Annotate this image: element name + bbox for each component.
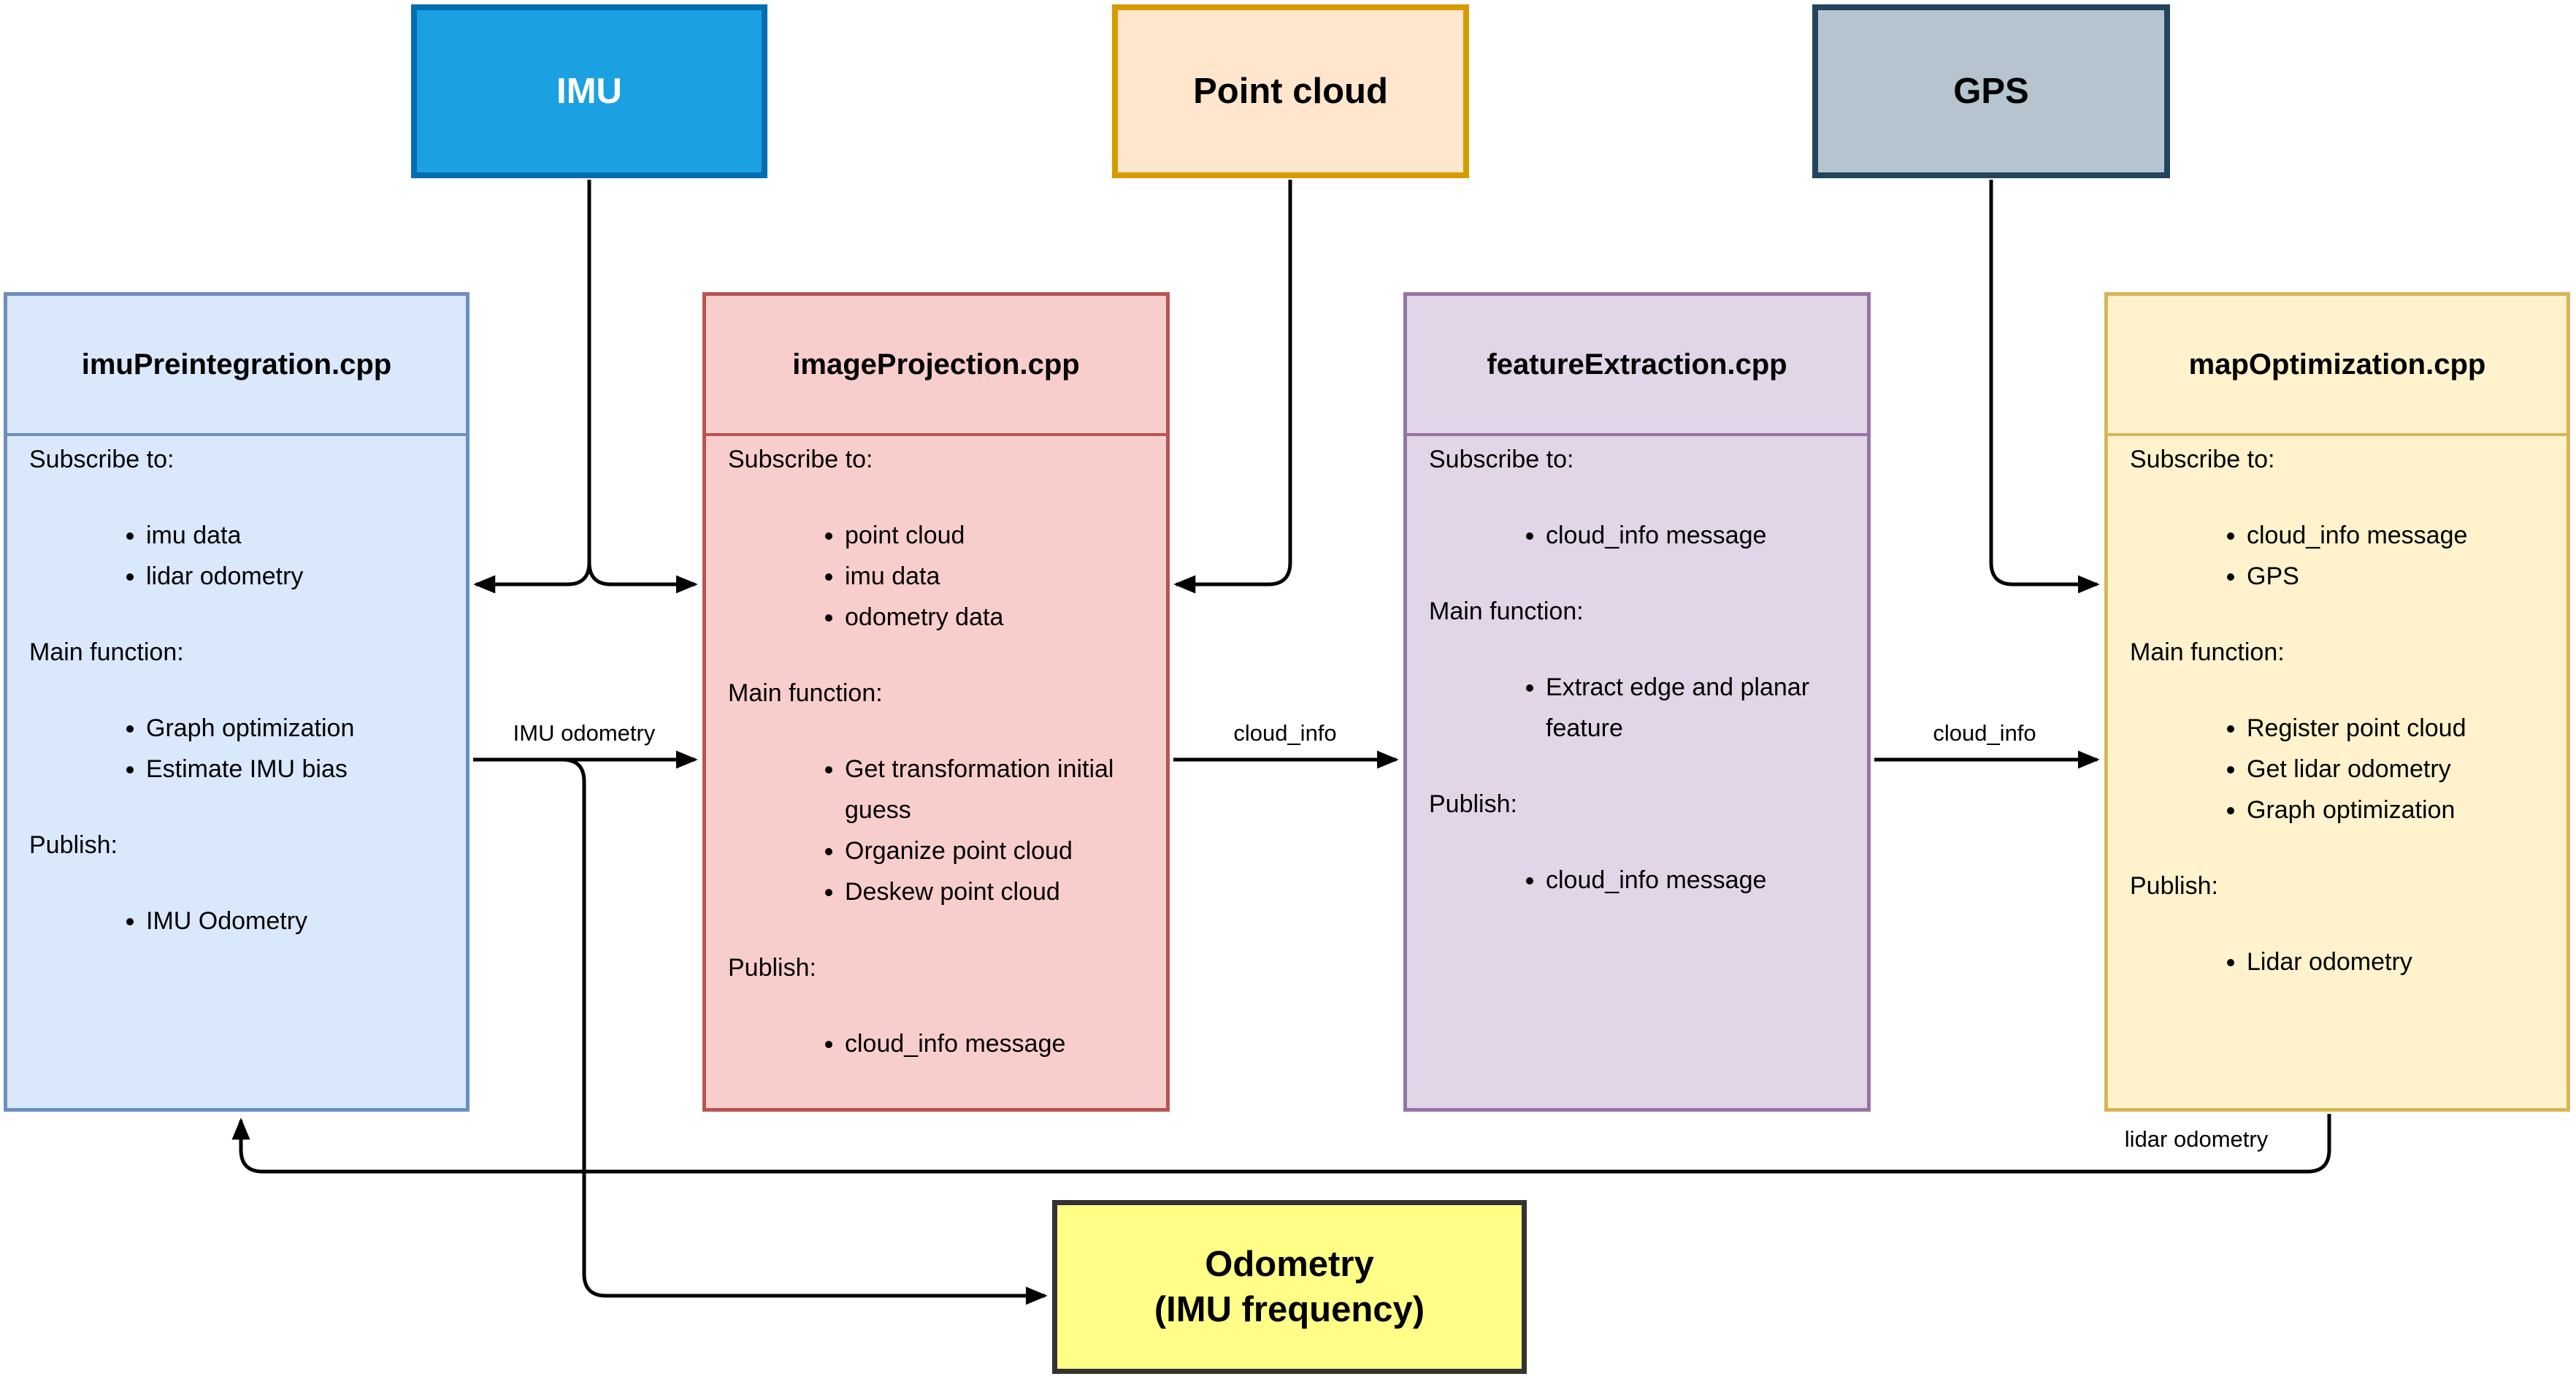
- list-item: odometry data: [845, 597, 1149, 638]
- bullet-list: cloud_info message: [1429, 860, 1849, 901]
- module-mapoptimization: mapOptimization.cpp Subscribe to: cloud_…: [2104, 292, 2570, 1112]
- bullet-list: point cloud imu data odometry data: [728, 515, 1149, 638]
- section-label: Publish:: [728, 954, 816, 982]
- node-gps-label: GPS: [1953, 72, 2029, 111]
- bullet-list: cloud_info message: [728, 1023, 1149, 1064]
- module-featureextraction: featureExtraction.cpp Subscribe to: clou…: [1403, 292, 1871, 1112]
- section-label: Publish:: [29, 831, 118, 859]
- bullet-list: IMU Odometry: [29, 901, 448, 941]
- section-label: Publish:: [2130, 872, 2218, 900]
- node-point-cloud: Point cloud: [1112, 4, 1469, 178]
- section-label: Subscribe to:: [29, 446, 175, 473]
- list-item: Estimate IMU bias: [146, 749, 448, 790]
- module-body: Subscribe to: imu data lidar odometry Ma…: [7, 436, 466, 941]
- section-label: Subscribe to:: [2130, 446, 2275, 473]
- odometry-line1: Odometry: [1205, 1245, 1374, 1284]
- edge-imu-to-imageprojection: [587, 562, 698, 594]
- list-item: imu data: [146, 515, 448, 556]
- node-point-cloud-label: Point cloud: [1193, 72, 1388, 111]
- list-item: Register point cloud: [2247, 708, 2549, 749]
- bullet-list: Extract edge and planar feature: [1429, 667, 1849, 749]
- bullet-list: cloud_info message GPS: [2130, 515, 2549, 597]
- module-title: imageProjection.cpp: [706, 296, 1166, 436]
- list-item: Deskew point cloud: [845, 871, 1149, 912]
- node-gps: GPS: [1812, 4, 2170, 178]
- node-imu-label: IMU: [556, 72, 622, 111]
- module-imupreintegration: imuPreintegration.cpp Subscribe to: imu …: [4, 292, 469, 1112]
- edge-label-imu-odometry: IMU odometry: [513, 720, 656, 746]
- module-body: Subscribe to: cloud_info message Main fu…: [1407, 436, 1867, 901]
- edge-label-lidar-odometry: lidar odometry: [2124, 1126, 2269, 1152]
- list-item: GPS: [2247, 556, 2549, 597]
- bullet-list: cloud_info message: [1429, 515, 1849, 556]
- list-item: Get lidar odometry: [2247, 749, 2549, 790]
- section-label: Publish:: [1429, 790, 1517, 818]
- section-label: Main function:: [728, 679, 883, 707]
- list-item: IMU Odometry: [146, 901, 448, 941]
- edge-label-cloud-info-2: cloud_info: [1933, 720, 2036, 746]
- node-odometry-output: Odometry (IMU frequency): [1052, 1200, 1527, 1374]
- list-item: point cloud: [845, 515, 1149, 556]
- edge-imuodometry-to-odometry: [561, 757, 1048, 1305]
- list-item: Extract edge and planar feature: [1546, 667, 1849, 749]
- node-imu: IMU: [411, 4, 767, 178]
- module-body: Subscribe to: cloud_info message GPS Mai…: [2108, 436, 2567, 982]
- section-label: Subscribe to:: [1429, 446, 1574, 473]
- list-item: Organize point cloud: [845, 830, 1149, 871]
- node-odometry-label: Odometry (IMU frequency): [1154, 1242, 1425, 1332]
- edge-lidarodometry-feedback: [231, 1114, 2331, 1174]
- list-item: lidar odometry: [146, 556, 448, 597]
- bullet-list: Lidar odometry: [2130, 941, 2549, 982]
- section-label: Subscribe to:: [728, 446, 873, 473]
- section-label: Main function:: [2130, 638, 2285, 666]
- module-body: Subscribe to: point cloud imu data odome…: [706, 436, 1166, 1064]
- edge-gps-to-mapoptimization: [1989, 180, 2100, 594]
- edge-imu-to-imupreintegration: [473, 562, 591, 594]
- module-title: mapOptimization.cpp: [2108, 296, 2567, 436]
- bullet-list: Graph optimization Estimate IMU bias: [29, 708, 448, 790]
- list-item: cloud_info message: [1546, 860, 1849, 901]
- list-item: Get transformation initial guess: [845, 749, 1149, 830]
- bullet-list: Get transformation initial guess Organiz…: [728, 749, 1149, 912]
- list-item: Graph optimization: [146, 708, 448, 749]
- list-item: cloud_info message: [2247, 515, 2549, 556]
- list-item: cloud_info message: [845, 1023, 1149, 1064]
- module-imageprojection: imageProjection.cpp Subscribe to: point …: [702, 292, 1170, 1112]
- bullet-list: imu data lidar odometry: [29, 515, 448, 597]
- list-item: Lidar odometry: [2247, 941, 2549, 982]
- section-label: Main function:: [1429, 597, 1584, 625]
- bullet-list: Register point cloud Get lidar odometry …: [2130, 708, 2549, 830]
- edge-label-cloud-info-1: cloud_info: [1233, 720, 1337, 746]
- edge-pointcloud-to-imageprojection: [1173, 180, 1292, 594]
- section-label: Main function:: [29, 638, 184, 666]
- odometry-line2: (IMU frequency): [1154, 1290, 1425, 1329]
- module-title: featureExtraction.cpp: [1407, 296, 1867, 436]
- list-item: cloud_info message: [1546, 515, 1849, 556]
- module-title: imuPreintegration.cpp: [7, 296, 466, 436]
- list-item: imu data: [845, 556, 1149, 597]
- list-item: Graph optimization: [2247, 790, 2549, 830]
